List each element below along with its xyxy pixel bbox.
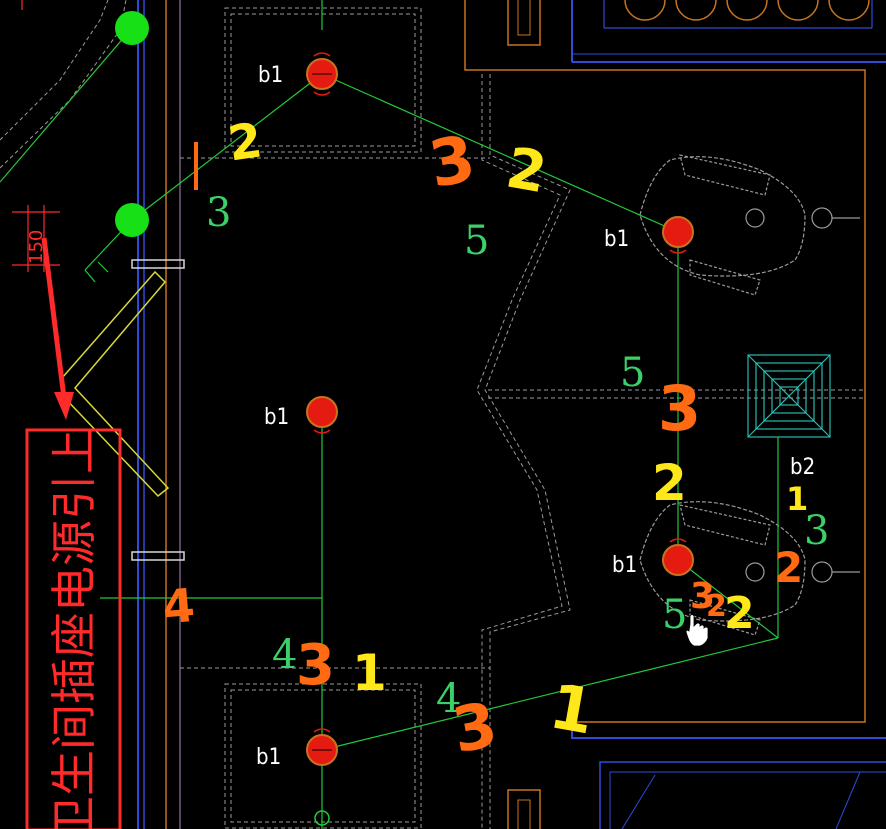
hand-stroke: 2 [502, 136, 552, 207]
fixture-label: b1 [264, 405, 289, 430]
hand-stroke: 4 [160, 578, 197, 635]
hand-stroke: 2 [225, 112, 266, 172]
exhaust-box-b2 [747, 354, 831, 438]
hand-stroke: 3 [447, 688, 502, 767]
count-label: 5 [662, 592, 687, 638]
architecture-outlines [137, 0, 886, 829]
count-label: 3 [804, 508, 829, 554]
fixture-bottom: b1 [256, 728, 338, 770]
green-nodes [115, 11, 330, 826]
fixture-label: b1 [256, 745, 281, 770]
count-label: 5 [620, 350, 645, 396]
squat-toilet-upper [639, 154, 860, 296]
count-label: 4 [272, 632, 297, 678]
hand-cursor-icon [685, 614, 709, 647]
fixture-label: b1 [258, 63, 283, 88]
red-arrow [41, 237, 74, 420]
count-labels: 3 5 5 3 5 4 4 [206, 190, 829, 722]
dimension-text: 150 [26, 230, 47, 264]
fixture-center: b1 [264, 396, 338, 434]
hand-stroke: 3 [690, 576, 715, 617]
fixture-label: b1 [604, 227, 629, 252]
hand-stroke: 2 [724, 588, 755, 639]
count-label: 3 [206, 190, 231, 236]
angled-duct [61, 259, 185, 561]
hand-stroke: 1 [786, 480, 808, 518]
fixture-lower-right: b1 [612, 538, 694, 578]
squat-toilet-lower [639, 501, 860, 636]
fixture-upper-right: b1 [604, 216, 694, 254]
hand-stroke: 3 [296, 633, 335, 698]
handwritten-strokes: 2 3 2 3 2 2 1 2 4 3 1 3 1 3 2 [160, 112, 808, 767]
fixture-label: b1 [612, 553, 637, 578]
box-label-b2: b2 [790, 455, 815, 480]
count-label: 5 [464, 218, 489, 264]
hand-stroke: 1 [352, 644, 387, 702]
hand-stroke: 3 [424, 122, 481, 203]
hand-stroke: 2 [706, 589, 727, 624]
dashed-partitions [0, 0, 865, 829]
hand-stroke: 3 [658, 372, 701, 445]
hand-stroke: 1 [544, 669, 599, 748]
wiring [0, 0, 779, 829]
note-box [25, 428, 122, 829]
fixture-top: b1 [258, 52, 338, 96]
hand-stroke: 2 [774, 543, 803, 592]
note-text: 卫生间插座电源引上 [47, 428, 101, 829]
hand-stroke: 2 [652, 454, 687, 512]
count-label: 4 [436, 676, 461, 722]
